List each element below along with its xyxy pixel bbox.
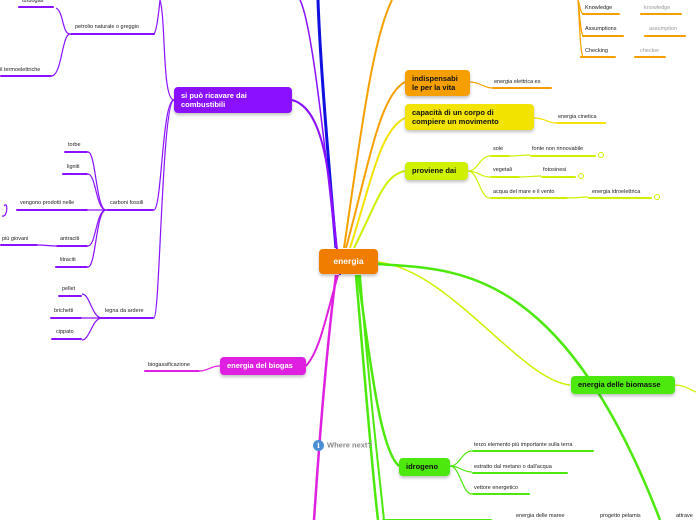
underline [18, 6, 54, 8]
link-biomasse [377, 261, 571, 386]
label-petrolio[interactable]: petrolio naturale o greggio [75, 24, 139, 30]
label-vengono-prodotti[interactable]: vengono prodotti nelle [20, 200, 75, 206]
underline [580, 56, 616, 58]
underline [541, 176, 576, 178]
label-brichetti[interactable]: brichetti [54, 308, 74, 314]
label-knowledge[interactable]: Knowledge [585, 5, 613, 11]
label-energia-idroelettrica[interactable]: energia idroelettrica [592, 189, 641, 195]
link-indispensabile [345, 81, 406, 249]
underline [530, 155, 596, 157]
node-combustibili-label: si può ricavare dai combustibili [181, 91, 247, 109]
label-energia-cinetica[interactable]: energia cinetica [558, 114, 597, 120]
underline [55, 266, 88, 268]
node-biomasse-label: energia delle biomasse [578, 380, 661, 389]
label-fotosinesi[interactable]: fotosinesi [543, 167, 567, 173]
label-checking[interactable]: Checking [585, 48, 608, 54]
link-green-right [377, 262, 662, 520]
underline [51, 338, 82, 340]
underline [50, 317, 82, 319]
underline [634, 56, 666, 58]
underline [58, 295, 82, 297]
underline [106, 209, 154, 211]
label-pellet[interactable]: pellet [62, 286, 76, 292]
expand-toggle-icon[interactable] [578, 173, 584, 179]
underline [62, 173, 88, 175]
node-biomasse[interactable]: energia delle biomasse [571, 376, 675, 394]
label-turbogas[interactable]: turbogas [22, 0, 44, 4]
underline [472, 450, 594, 452]
label-vegetali[interactable]: vegetali [493, 167, 512, 173]
label-cippato[interactable]: cippato [56, 329, 74, 335]
underline [588, 197, 652, 199]
underline [556, 122, 606, 124]
label-energia-elettrica[interactable]: energia elettrica es [494, 79, 541, 85]
underline [582, 13, 620, 15]
label-biogassificazione[interactable]: biogassificazione [148, 362, 190, 368]
label-piu-giovani[interactable]: più giovani [2, 236, 29, 242]
expand-toggle-icon[interactable] [654, 194, 660, 200]
label-estratto-metano[interactable]: estratto dal metano o dall'acqua [474, 464, 552, 470]
label-torbe[interactable]: torbe [68, 142, 81, 148]
label-acqua-mare-vento[interactable]: acqua del mare e il vento [493, 189, 555, 195]
label-knowledge-value[interactable]: knowledge [644, 5, 671, 11]
underline [472, 493, 530, 495]
link-capacita [349, 117, 406, 249]
node-capacita-label: capacità di un corpo di compiere un movi… [412, 108, 499, 126]
node-proviene-label: proviene dai [412, 166, 457, 175]
central-node-energia[interactable]: energia [319, 249, 378, 274]
underline [0, 75, 52, 77]
label-legna-da-ardere[interactable]: legna da ardere [105, 308, 144, 314]
label-checker-value[interactable]: checker [640, 48, 660, 54]
node-proviene[interactable]: proviene dai [405, 162, 468, 180]
underline [490, 176, 520, 178]
underline [70, 33, 155, 35]
label-energia-maree[interactable]: energia delle maree [516, 513, 565, 519]
underline [492, 87, 552, 89]
underline [640, 13, 682, 15]
underline [16, 209, 88, 211]
label-assumptions[interactable]: Assumptions [585, 26, 617, 32]
where-next-label: Where next? [327, 440, 373, 450]
label-sole[interactable]: sole [493, 146, 504, 152]
label-terzo-elemento[interactable]: terzo elemento più importante sulla terr… [474, 442, 573, 448]
node-idrogeno-label: idrogeno [406, 462, 439, 471]
central-node-label: energia [333, 256, 364, 266]
underline [64, 151, 88, 153]
link-orange-top [343, 0, 393, 249]
label-attrave[interactable]: attrave [676, 513, 693, 519]
underline [0, 244, 38, 246]
info-icon: i [313, 440, 324, 451]
node-combustibili[interactable]: si può ricavare dai combustibili [174, 87, 292, 113]
label-fonte-non-rinnovabile[interactable]: fonte non rinnovabile [532, 146, 584, 152]
underline [644, 35, 686, 37]
label-assumption-value[interactable]: assumption [649, 26, 678, 32]
label-termoelettriche[interactable]: il termoelettriche [0, 67, 41, 73]
underline [582, 35, 624, 37]
label-carboni-fossili[interactable]: carboni fossili [110, 200, 144, 206]
label-ligniti[interactable]: ligniti [67, 164, 80, 170]
underline [56, 245, 88, 247]
underline [144, 370, 200, 372]
node-indispensabile-label: indispensabi le per la vita [412, 74, 458, 92]
label-antraciti[interactable]: antraciti [60, 236, 80, 242]
label-vettore-energetico[interactable]: vettore energetico [474, 485, 519, 491]
node-capacita[interactable]: capacità di un corpo di compiere un movi… [405, 104, 534, 130]
underline [100, 317, 154, 319]
expand-toggle-icon[interactable] [598, 152, 604, 158]
underline [472, 472, 568, 474]
node-indispensabile[interactable]: indispensabi le per la vita [405, 70, 470, 96]
link-proviene [353, 170, 406, 249]
label-progetto-pelamis[interactable]: progetto pelamis [600, 513, 641, 519]
node-biogas-label: energia del biogas [227, 361, 293, 370]
node-idrogeno[interactable]: idrogeno [399, 458, 450, 476]
underline [490, 155, 510, 157]
underline [490, 197, 568, 199]
link-ind-child [469, 81, 493, 89]
node-biogas[interactable]: energia del biogas [220, 357, 306, 375]
label-litraciti[interactable]: litraciti [60, 257, 76, 263]
